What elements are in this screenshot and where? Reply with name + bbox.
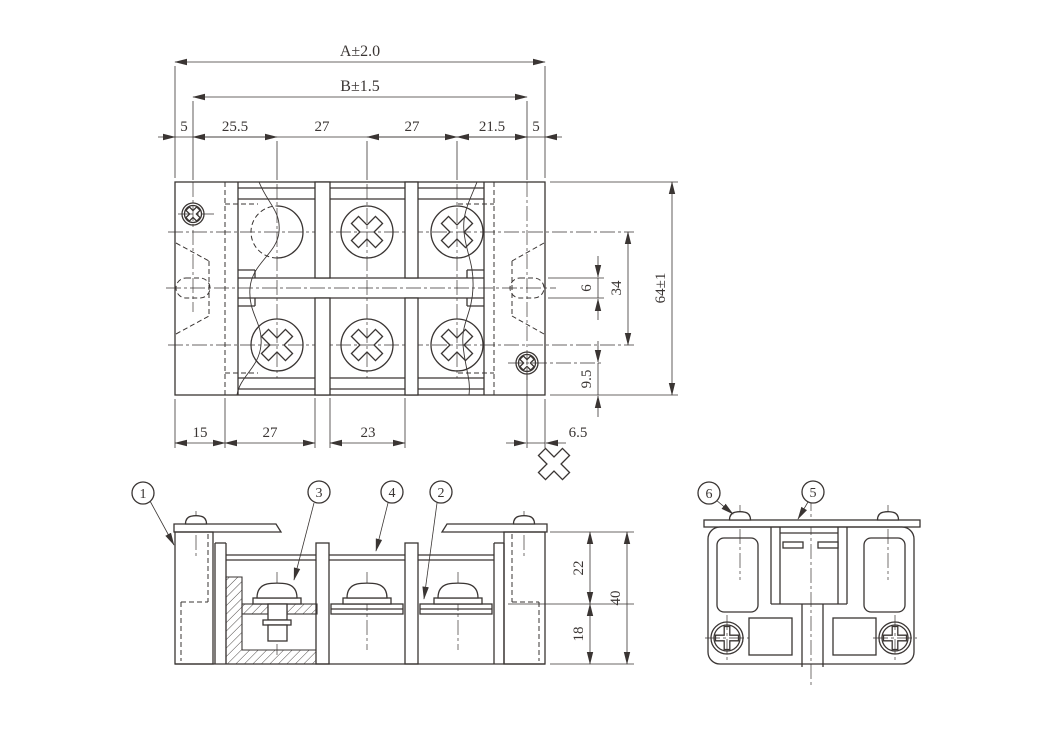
dim-23: 23 [361,425,376,441]
sv-mounting-screw-head [728,511,752,521]
top-view [166,181,634,489]
tv-screws [181,202,579,489]
fv-terminal-screw-head [346,582,388,599]
fv-washer [342,597,392,605]
dim-offset-9-5: 9.5 [579,370,595,389]
fv-plate-hatch [241,603,269,615]
sv-assembly-screw-icon [710,621,744,655]
tv-partition-wall [404,181,419,279]
fv-washer [433,597,483,605]
front-view [173,511,548,665]
callout-6: 6 [706,487,713,502]
fv-partition-wall [404,542,419,665]
tv-hidden-lines [175,182,545,395]
fv-partition-wall [315,542,330,665]
dim-total-64: 64±1 [653,273,669,304]
dim-15: 15 [193,425,208,441]
dim-22: 22 [571,561,587,576]
dim-6-5: 6.5 [569,425,588,441]
fv-right-flange-plate [440,523,548,533]
fv-terminal-2 [330,582,404,615]
dim-slot-6: 6 [579,284,595,292]
dim-right-5: 5 [532,119,540,135]
fv-mounting-screw-head [512,515,536,525]
fv-nut-flange [262,619,292,626]
dim-27b: 27 [405,119,421,135]
callout-4: 4 [389,486,396,501]
dim-18: 18 [571,627,587,642]
dim-left-5: 5 [180,119,188,135]
front-view-dimensions: 22 18 40 [508,531,634,665]
callout-1: 1 [140,487,147,502]
dim-21-5: 21.5 [479,119,505,135]
terminal-screw-icon [250,205,579,489]
fv-square-nut [267,624,288,642]
front-view-callouts: 1 3 4 2 [131,480,453,600]
tv-body [174,181,546,396]
tv-mounting-slot [509,277,545,299]
dim-pitch-34: 34 [609,280,625,296]
top-view-dimensions: A±2.0 B±1.5 5 25.5 27 27 21.5 5 6 34 64±… [158,43,678,448]
tv-partition-wall [314,297,331,396]
tv-partition-wall [314,181,331,279]
callout-5: 5 [810,486,817,501]
fv-mounting-screw-head [184,515,208,525]
tv-center-lines [166,182,634,380]
dim-40: 40 [608,591,624,606]
fv-washer [252,597,302,605]
side-view [703,496,921,688]
fv-left-flange-plate [173,523,283,533]
fv-right-end-clamp [440,515,548,665]
sv-clamp-jaw [817,541,839,549]
dim-a-label: A±2.0 [340,43,380,60]
callout-2: 2 [438,486,445,501]
tv-partition-wall [404,297,419,396]
dim-25-5: 25.5 [222,119,248,135]
fv-terminal-screw-head [256,582,298,599]
dim-b-label: B±1.5 [340,78,379,95]
sv-mounting-plate [703,519,921,528]
sv-body [703,511,921,667]
fv-terminal-1-section [241,582,318,642]
tv-mounting-slot [175,277,211,299]
dim-27a: 27 [315,119,331,135]
side-view-callouts: 6 5 [697,480,825,520]
sv-mounting-screw-head [876,511,900,521]
sv-assembly-screw-icon [878,621,912,655]
dim-27c: 27 [263,425,279,441]
sv-clamp-jaw [782,541,804,549]
fv-screw-shank [267,603,288,621]
tv-break-lines [236,181,478,396]
fv-plate-hatch [286,603,318,615]
fv-terminal-screw-head [437,582,479,599]
fv-housing [175,542,545,665]
fv-terminal-3 [419,582,493,615]
callout-3: 3 [316,486,323,501]
